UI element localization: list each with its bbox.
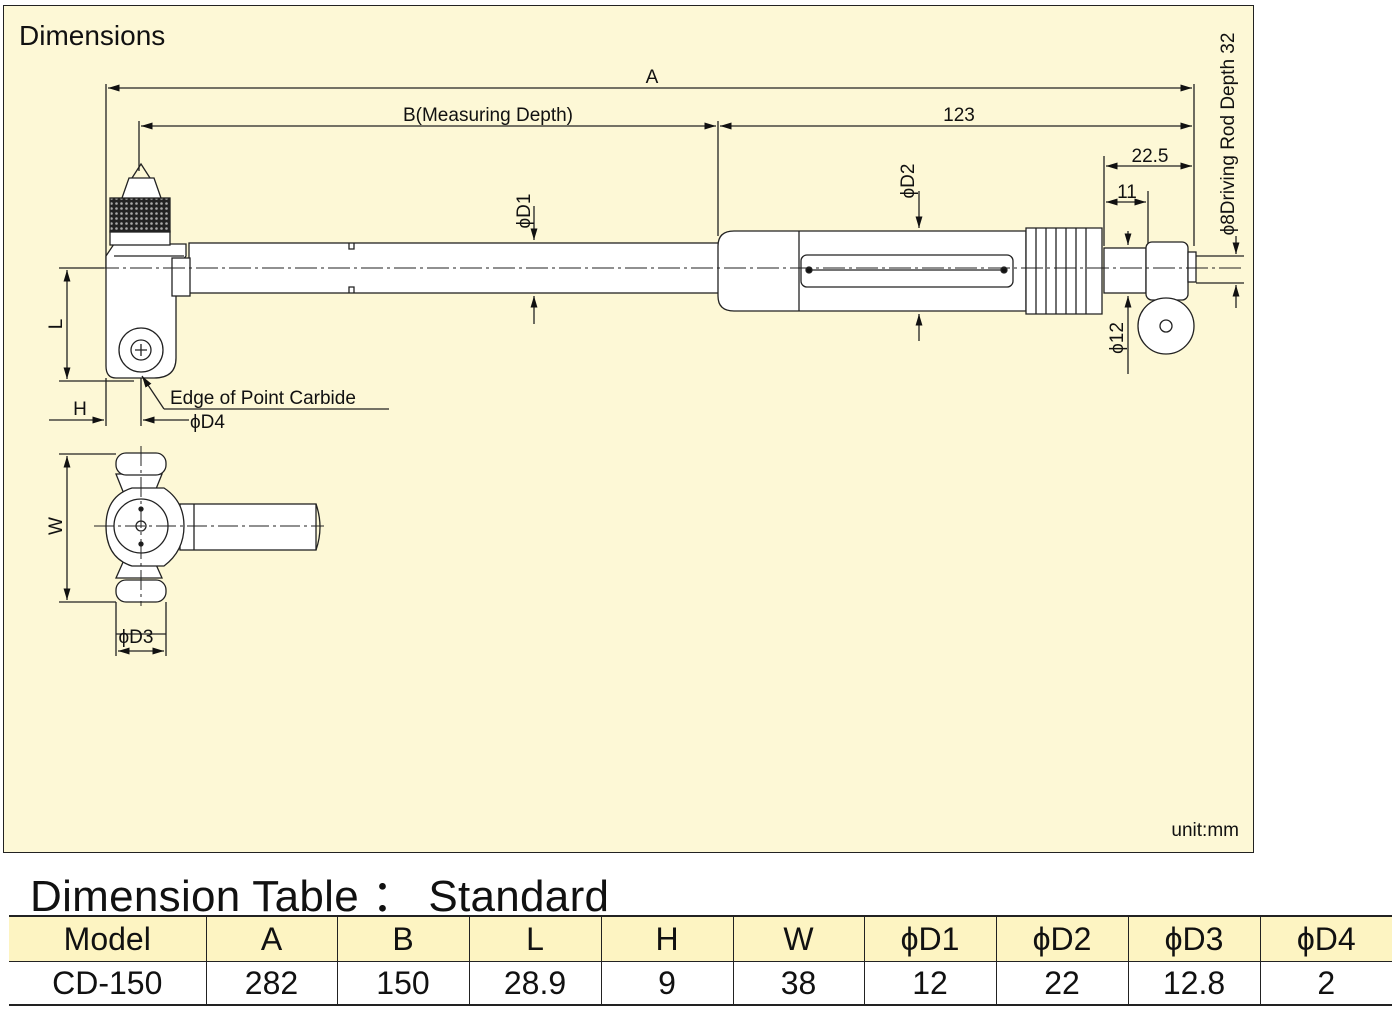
table-row: CD-150 282 150 28.9 9 38 12 22 12.8 2: [9, 961, 1392, 1006]
label-phi-12: ϕ12: [1107, 322, 1128, 354]
header-cell: L: [468, 915, 601, 962]
table-cell: 2: [1259, 961, 1392, 1006]
table-cell: 12: [863, 961, 996, 1006]
table-cell: 12.8: [1127, 961, 1260, 1006]
table-cell: 9: [600, 961, 733, 1006]
label-phi-d2: ϕD2: [898, 164, 919, 199]
table-header-row: Model A B L H W ϕD1 ϕD2 ϕD3 ϕD4: [9, 915, 1392, 962]
table-title: Dimension Table ： Standard: [30, 872, 610, 921]
header-cell: ϕD3: [1127, 915, 1260, 962]
label-B-measuring-depth: B(Measuring Depth): [403, 105, 573, 126]
label-phi-d4: ϕD4: [190, 412, 225, 433]
header-cell: ϕD4: [1259, 915, 1392, 962]
header-cell: H: [600, 915, 733, 962]
label-A: A: [646, 67, 659, 88]
header-cell: B: [336, 915, 469, 962]
table-cell: CD-150: [9, 961, 206, 1006]
header-cell: Model: [9, 915, 206, 962]
table-cell: 22: [995, 961, 1128, 1006]
technical-drawing: A B(Measuring Depth) 123 22.5 11 ϕD1 ϕD2…: [46, 33, 1244, 656]
label-driving-rod: ϕ8Driving Rod Depth 32: [1218, 33, 1239, 236]
table-cell: 150: [336, 961, 469, 1006]
table-cell: 282: [205, 961, 337, 1006]
label-phi-d3: ϕD3: [119, 627, 154, 648]
panel-title: Dimensions: [19, 20, 166, 51]
unit-note: unit:mm: [1171, 820, 1239, 841]
label-H: H: [73, 399, 87, 420]
label-W: W: [46, 517, 67, 535]
header-cell: A: [205, 915, 337, 962]
label-22-5: 22.5: [1132, 146, 1169, 167]
header-cell: W: [732, 915, 864, 962]
label-L: L: [46, 319, 67, 330]
header-cell: ϕD2: [995, 915, 1128, 962]
label-123: 123: [943, 105, 975, 126]
table-cell: 28.9: [468, 961, 601, 1006]
header-cell: ϕD1: [863, 915, 996, 962]
table-cell: 38: [732, 961, 864, 1006]
label-11: 11: [1117, 182, 1137, 203]
label-edge-of-point-carbide: Edge of Point Carbide: [170, 388, 356, 409]
dimension-table: Model A B L H W ϕD1 ϕD2 ϕD3 ϕD4 CD-150 2…: [9, 915, 1392, 1006]
dimensions-drawing-panel: Dimensions: [3, 5, 1254, 853]
label-phi-d1: ϕD1: [514, 194, 535, 229]
